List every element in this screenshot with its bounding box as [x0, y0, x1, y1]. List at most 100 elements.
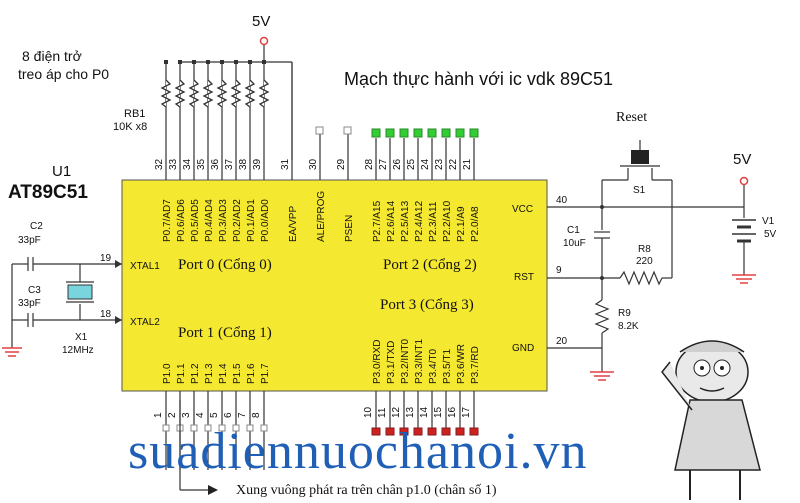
port2-output-node — [385, 128, 395, 138]
port1-output-node — [190, 424, 198, 432]
bottom-pin-number: 15 — [433, 406, 444, 418]
port3-input-node — [371, 427, 381, 436]
gnd-label: GND — [512, 343, 534, 354]
port1-output-node — [162, 424, 170, 432]
bottom-pin-name: P1.1 — [176, 363, 187, 384]
bottom-pin-number: 10 — [363, 406, 374, 418]
bottom-pin-name: P3.4/T0 — [428, 349, 439, 384]
top-pin-number: 31 — [280, 158, 291, 170]
pin-gnd-number: 20 — [556, 336, 568, 347]
port2-output-node — [399, 128, 409, 138]
top-pin-name: P0.6/AD6 — [176, 199, 187, 242]
top-pin-number: 33 — [168, 158, 179, 170]
v1-ref: V1 — [762, 216, 775, 227]
diagram-title: Mạch thực hành với ic vdk 89C51 — [344, 69, 613, 89]
top-pin-number: 32 — [154, 158, 165, 170]
crystal-circuit — [11, 257, 122, 348]
top-pin-group: 32P0.7/AD733P0.6/AD634P0.5/AD535P0.4/AD4… — [154, 62, 481, 242]
top-pin-number: 28 — [364, 158, 375, 170]
rb1-resistor — [216, 79, 228, 108]
port3-label: Port 3 (Cổng 3) — [380, 297, 474, 313]
c2-value: 33pF — [18, 235, 41, 246]
reset-switch — [620, 140, 660, 180]
top-pin-number: 29 — [336, 158, 347, 170]
rb1-junction — [206, 60, 210, 64]
chip-part: AT89C51 — [8, 182, 88, 203]
bottom-pin-number: 6 — [223, 412, 234, 418]
top-pin-name: P0.0/AD0 — [260, 199, 271, 242]
resistor-note-line1: 8 điện trở — [22, 48, 82, 64]
port3-input-node — [469, 427, 479, 436]
output-note: Xung vuông phát ra trên chân p1.0 (chân … — [236, 483, 497, 498]
output-arrow — [179, 400, 218, 495]
xtal2-label: XTAL2 — [130, 317, 160, 328]
top-pin-name: EA/VPP — [288, 206, 299, 242]
port2-output-node — [413, 128, 423, 138]
c1-value: 10uF — [563, 238, 586, 249]
top-pin-name: P2.0/A8 — [470, 206, 481, 242]
port3-input-node — [441, 427, 451, 436]
professor-cartoon — [661, 340, 761, 500]
chip-body — [121, 179, 548, 392]
top-pin-number: 25 — [406, 158, 417, 170]
rb1-junction — [220, 60, 224, 64]
rb1-junction — [234, 60, 238, 64]
pin-xtal1-number: 19 — [100, 253, 112, 264]
reset-label: Reset — [616, 110, 647, 125]
bottom-pin-name: P1.2 — [190, 363, 201, 384]
bottom-pin-group: 1P1.02P1.13P1.24P1.35P1.46P1.57P1.68P1.7… — [153, 339, 481, 470]
r9-ref: R9 — [618, 308, 631, 319]
top-pin-name: P2.1/A9 — [456, 206, 467, 242]
top-pin-name: P2.2/A10 — [442, 200, 453, 242]
rb1-junction — [262, 60, 266, 64]
xtal1-label: XTAL1 — [130, 261, 160, 272]
top-pin-name: P2.7/A15 — [372, 200, 383, 242]
psen-open-node — [343, 126, 352, 135]
port2-output-node — [441, 128, 451, 138]
top-pin-number: 34 — [182, 158, 193, 170]
c1-ref: C1 — [567, 225, 580, 236]
bottom-pin-name: P3.0/RXD — [372, 340, 383, 384]
supply-right-node — [739, 176, 749, 186]
bottom-pin-name: P1.4 — [218, 363, 229, 384]
bottom-pin-name: P3.7/RD — [470, 346, 481, 384]
top-pin-number: 39 — [252, 158, 263, 170]
bottom-pin-number: 1 — [153, 412, 164, 418]
bottom-pin-number: 11 — [377, 407, 388, 418]
bottom-pin-name: P3.6/WR — [456, 344, 467, 384]
top-pin-name: PSEN — [344, 215, 355, 242]
x1-value: 12MHz — [62, 345, 94, 356]
port1-output-node — [246, 424, 254, 432]
supply-left-node — [259, 36, 269, 46]
rb1-ref: RB1 — [124, 108, 145, 120]
port2-output-node — [455, 128, 465, 138]
port2-label: Port 2 (Cổng 2) — [383, 257, 477, 273]
top-pin-name: P2.6/A14 — [386, 200, 397, 242]
port2-output-node — [469, 128, 479, 138]
right-wiring — [547, 179, 744, 381]
rb1-resistor — [258, 79, 270, 108]
c3-ref: C3 — [28, 285, 41, 296]
rb1-value: 10K x8 — [113, 121, 147, 133]
pin-rst-number: 9 — [556, 265, 562, 276]
bottom-pin-name: P1.0 — [162, 363, 173, 384]
port3-input-node — [413, 427, 423, 436]
s1-ref: S1 — [633, 185, 646, 196]
bottom-pin-name: P3.2/INT0 — [400, 339, 411, 384]
port2-output-node — [371, 128, 381, 138]
port3-input-node — [399, 427, 409, 436]
bottom-pin-number: 3 — [181, 412, 192, 418]
bottom-pin-number: 12 — [391, 406, 402, 418]
top-pin-name: ALE/PROG — [316, 191, 327, 242]
vcc-label: VCC — [512, 204, 533, 215]
ale-open-node — [315, 126, 324, 135]
port1-label: Port 1 (Cổng 1) — [178, 325, 272, 341]
top-pin-number: 30 — [308, 158, 319, 170]
port1-output-node — [204, 424, 212, 432]
chip-ref: U1 — [52, 163, 71, 180]
rb1-resistor — [244, 79, 256, 108]
bottom-pin-number: 2 — [167, 412, 178, 418]
rb1-resistor-array — [160, 60, 270, 108]
battery-v1 — [732, 185, 756, 284]
